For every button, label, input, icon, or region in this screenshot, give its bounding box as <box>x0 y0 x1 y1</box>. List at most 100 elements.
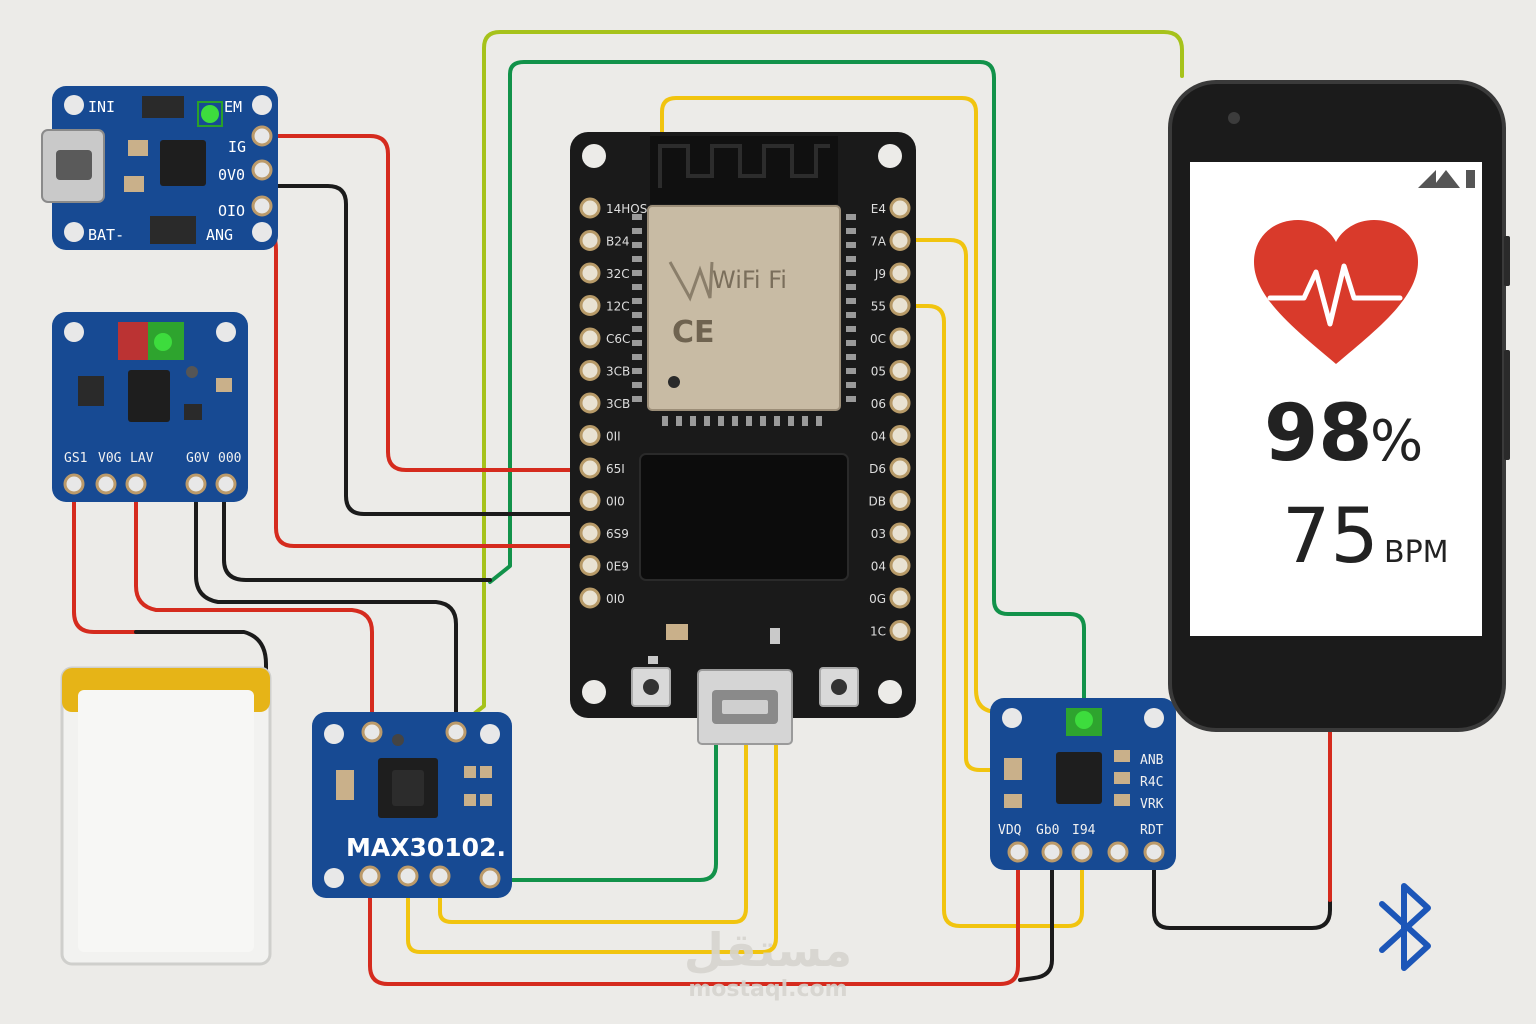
castellation-pad <box>718 416 724 426</box>
bpm-value: 75 <box>1282 491 1379 580</box>
castellation-pad <box>846 298 856 304</box>
esp32-left-pin[interactable] <box>579 555 601 576</box>
esp32-left-pin[interactable] <box>579 197 601 219</box>
esp32-left-pin-label: 0I0 <box>606 592 625 606</box>
sensor-left-pin[interactable] <box>63 473 85 495</box>
sensor-left-pin[interactable] <box>215 473 237 495</box>
sensor-left-pin-label: G0V <box>186 451 210 466</box>
esp32-left-pin-label: C6C <box>606 332 630 346</box>
charger-pin-label: ANG <box>206 226 233 244</box>
esp32-right-pin-label: 55 <box>871 300 886 314</box>
esp32-right-pin[interactable] <box>889 327 911 349</box>
spo2-value: 98 <box>1264 389 1373 479</box>
wire-green-max-usb <box>488 740 718 882</box>
esp32-right-pin[interactable] <box>889 587 911 609</box>
esp32-right-pin-label: 7A <box>870 235 887 249</box>
castellation-pad <box>704 416 710 426</box>
sensor-left-pin[interactable] <box>185 473 207 495</box>
castellation-pad <box>846 270 856 276</box>
esp32-left-pin[interactable] <box>579 295 601 316</box>
esp32-left-pin[interactable] <box>579 392 601 414</box>
sensor-left-pin[interactable] <box>95 473 117 495</box>
esp32-left-pin[interactable] <box>579 425 601 446</box>
sensor-right-pin[interactable] <box>1041 841 1063 863</box>
sensor-right-pin[interactable] <box>1143 841 1165 863</box>
max-pin[interactable] <box>445 721 467 743</box>
max-pin[interactable] <box>429 865 451 887</box>
esp32-left-pin[interactable] <box>579 587 601 609</box>
esp32-right-pin[interactable] <box>889 620 911 641</box>
esp32-right-pin-label: 04 <box>871 430 886 444</box>
esp32-right-pin[interactable] <box>889 262 911 284</box>
wire-yellow-max-usb-a <box>438 740 748 924</box>
charger-pin-label: OIO <box>218 202 245 220</box>
castellation-pad <box>846 312 856 318</box>
esp32-right-pin-label: E4 <box>871 202 886 216</box>
sensor-right-pin-label: I94 <box>1072 823 1096 838</box>
esp32-left-pin[interactable] <box>579 457 601 479</box>
sensor-right-pin-label: VDQ <box>998 823 1022 838</box>
esp32-right-pin[interactable] <box>889 490 911 511</box>
castellation-pad <box>632 340 642 346</box>
esp32-right-pin[interactable] <box>889 457 911 479</box>
esp32-right-pin-label: 1C <box>870 625 886 639</box>
castellation-pad <box>632 270 642 276</box>
esp32-right-pin-label: 0G <box>869 592 886 606</box>
esp32-right-pin[interactable] <box>889 360 911 381</box>
wires <box>72 30 1332 986</box>
sensor-left-pin[interactable] <box>125 473 147 495</box>
charger-pin[interactable] <box>251 195 273 217</box>
castellation-pad <box>690 416 696 426</box>
sensor-right-pin[interactable] <box>1107 841 1129 863</box>
esp32-right-pin[interactable] <box>889 230 911 251</box>
wifi-icon <box>1432 170 1460 188</box>
sensor-left-pin-label: LAV <box>130 451 154 466</box>
esp32-module-shield <box>647 205 841 411</box>
sensor-right-pin[interactable] <box>1071 841 1093 863</box>
max-pin[interactable] <box>361 721 383 743</box>
esp32-right-pin[interactable] <box>889 295 911 316</box>
castellation-pad <box>632 298 642 304</box>
esp32-left-pin[interactable] <box>579 490 601 511</box>
max-pin[interactable] <box>479 867 501 889</box>
castellation-pad <box>632 326 642 332</box>
esp32-left-pin[interactable] <box>579 262 601 284</box>
esp32-right-pin[interactable] <box>889 522 911 544</box>
charger-pin[interactable] <box>251 125 273 147</box>
esp32-right-pin[interactable] <box>889 555 911 576</box>
esp32-right-pin[interactable] <box>889 425 911 446</box>
esp32-left-pin[interactable] <box>579 522 601 544</box>
esp32-right-pin[interactable] <box>889 197 911 219</box>
esp32-left-pin[interactable] <box>579 327 601 349</box>
castellation-pad <box>746 416 752 426</box>
wire-yellow-top-loop <box>660 96 1010 718</box>
castellation-pad <box>632 284 642 290</box>
sensor-right-side-label: ANB <box>1140 753 1164 768</box>
castellation-pad <box>846 214 856 220</box>
castellation-pad <box>846 228 856 234</box>
charger-pin-label: IG <box>228 138 246 156</box>
wire-red-bottom <box>368 850 1020 986</box>
esp32-left-pin-label: 32C <box>606 267 630 281</box>
esp32-left-pin[interactable] <box>579 230 601 251</box>
esp32-right-pin-label: J9 <box>874 267 886 281</box>
charger-pin-label: 0V0 <box>218 166 245 184</box>
castellation-pad <box>632 228 642 234</box>
max-pin[interactable] <box>397 865 419 887</box>
wire-black-right-sensor <box>1018 850 1054 982</box>
esp32-left-pin-label: 65I <box>606 462 625 476</box>
charger-label-top-right: EM <box>224 98 242 116</box>
sensor-left-pin-label: GS1 <box>64 451 87 466</box>
sensor-right-side-label: R4C <box>1140 775 1163 790</box>
esp32-left-pin-label: 3CB <box>606 365 630 379</box>
sensor-left-pin-label: 000 <box>218 451 241 466</box>
charger-pin[interactable] <box>251 159 273 181</box>
castellation-pad <box>632 396 642 402</box>
max-pin[interactable] <box>359 865 381 887</box>
phone-screen[interactable] <box>1190 162 1482 636</box>
esp32-left-pin[interactable] <box>579 360 601 381</box>
sensor-right-pin[interactable] <box>1007 841 1029 863</box>
charger-status-led <box>201 105 219 123</box>
sensor-right-led <box>1075 711 1093 729</box>
esp32-right-pin[interactable] <box>889 392 911 414</box>
